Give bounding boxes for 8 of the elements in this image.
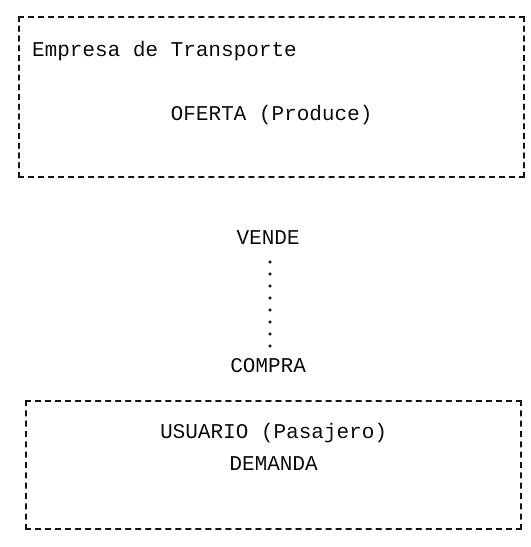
box-text: USUARIO (Pasajero) DEMANDA xyxy=(159,421,388,479)
dotted-connector xyxy=(268,260,272,350)
flow-label: COMPRA xyxy=(229,355,307,381)
dashed-box xyxy=(18,16,525,178)
box-text: OFERTA (Produce) xyxy=(170,103,374,129)
flow-label: VENDE xyxy=(235,227,300,253)
dashed-box xyxy=(25,400,522,530)
box-text: Empresa de Transporte xyxy=(32,39,298,65)
